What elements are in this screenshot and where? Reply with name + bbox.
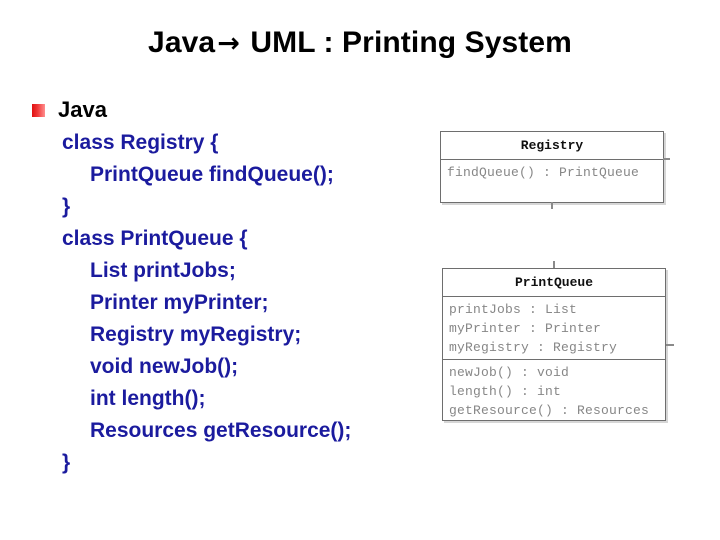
page-title-after: UML : Printing System <box>250 26 572 59</box>
page-title: Java→ UML : Printing System <box>0 26 720 60</box>
right-arrow-icon: → <box>217 28 240 59</box>
uml-attribute-row: myRegistry : Registry <box>449 340 618 355</box>
uml-operation-row: newJob() : void <box>449 365 570 380</box>
uml-class-registry: Registry findQueue() : PrintQueue <box>440 131 664 203</box>
java-code-block: class Registry { PrintQueue findQueue();… <box>32 127 432 479</box>
uml-operation-row: length() : int <box>449 384 562 399</box>
code-line: } <box>62 195 71 218</box>
uml-operation-row: findQueue() : PrintQueue <box>447 165 640 180</box>
association-stub-right <box>666 344 674 346</box>
square-bullet-icon <box>32 104 45 117</box>
uml-attribute-row: printJobs : List <box>449 302 578 317</box>
uml-operations-compartment: findQueue() : PrintQueue <box>441 159 663 203</box>
association-stub-right <box>663 158 670 160</box>
code-line: class Registry { <box>62 131 219 154</box>
association-stub-bottom <box>551 202 553 209</box>
code-line: class PrintQueue { <box>62 227 248 250</box>
code-line: Registry myRegistry; <box>90 323 302 346</box>
code-line: Resources getResource(); <box>90 419 352 442</box>
uml-operation-row: getResource() : Resources <box>449 403 650 418</box>
uml-attributes-compartment: printJobs : List myPrinter : Printer myR… <box>443 296 665 359</box>
code-line: void newJob(); <box>90 355 239 378</box>
java-code-column: Java class Registry { PrintQueue findQue… <box>32 95 432 479</box>
code-line: int length(); <box>90 387 206 410</box>
uml-attribute-row: myPrinter : Printer <box>449 321 602 336</box>
page-title-before: Java <box>148 26 216 59</box>
uml-class-printqueue: PrintQueue printJobs : List myPrinter : … <box>442 268 666 421</box>
bullet-item-java: Java <box>32 95 432 125</box>
bullet-item-label: Java <box>58 97 107 122</box>
association-stub-top <box>553 261 555 268</box>
code-line: } <box>62 451 71 474</box>
uml-class-name: Registry <box>520 138 584 153</box>
uml-class-name: PrintQueue <box>514 275 593 290</box>
code-line: PrintQueue findQueue(); <box>90 163 334 186</box>
uml-operations-compartment: newJob() : void length() : int getResour… <box>443 359 665 422</box>
code-line: List printJobs; <box>90 259 236 282</box>
code-line: Printer myPrinter; <box>90 291 269 314</box>
